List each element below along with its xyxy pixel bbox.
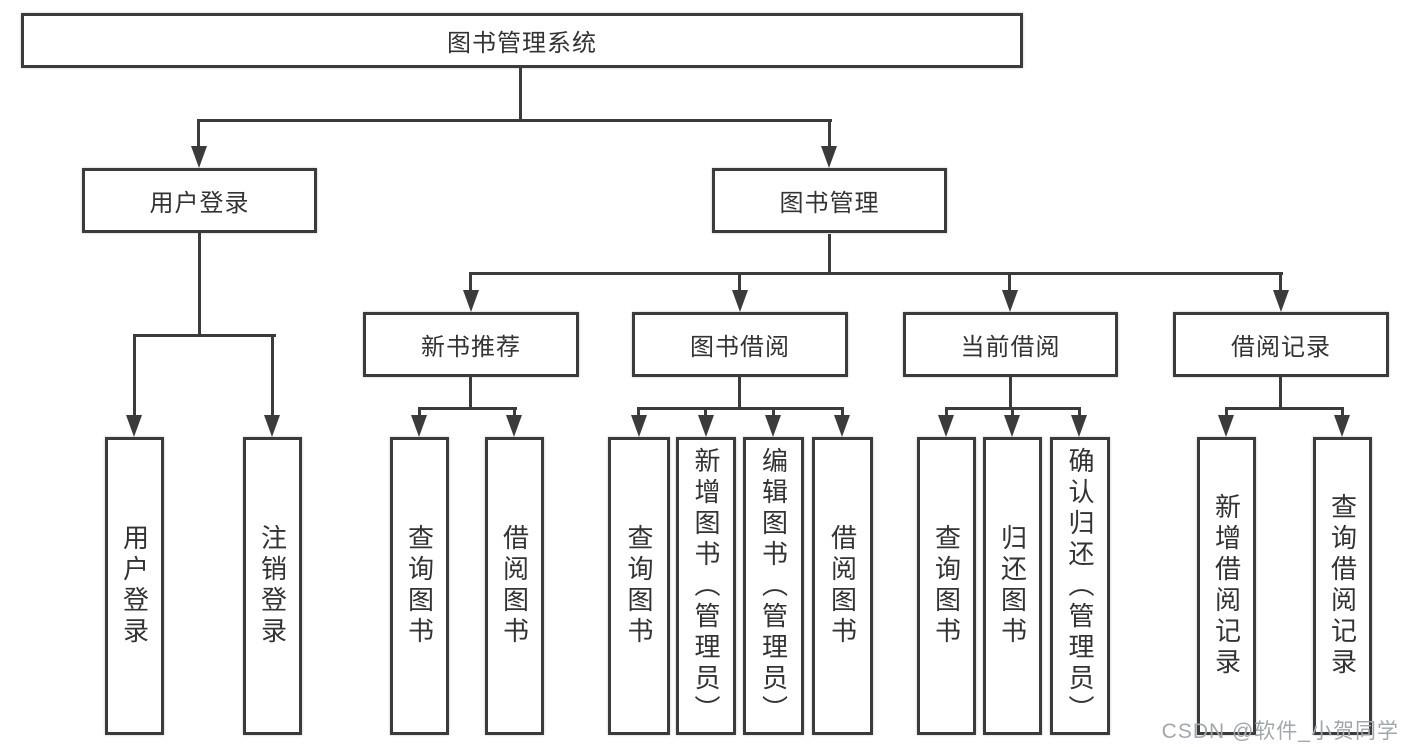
arrow-down: [1218, 415, 1234, 437]
node-user-login-label: 用户登录: [149, 190, 250, 217]
leaf-borrow-books-borrowing: 借阅图书: [812, 437, 873, 735]
connector-group-stem: [1008, 272, 1011, 292]
node-new-book-recommendation: 新书推荐: [363, 312, 579, 377]
connector-leaf-stem: [841, 407, 844, 417]
connector-leaf-stem: [513, 407, 516, 417]
node-book-management-label: 图书管理: [779, 190, 880, 217]
connector-leaf-stem: [418, 407, 421, 417]
arrow-down: [463, 290, 479, 312]
node-root-label: 图书管理系统: [447, 30, 597, 57]
arrow-down: [631, 415, 647, 437]
connector-group-stem: [469, 272, 472, 292]
leaf-add-book-admin: 新增图书（管理员）: [676, 437, 736, 735]
arrow-down: [126, 415, 142, 437]
connector-leaf-stem: [133, 334, 136, 417]
connector-leaf-stem: [772, 407, 775, 417]
leaf-logout-label: 注销登录: [257, 524, 288, 648]
arrow-down: [821, 146, 837, 168]
leaf-user-login: 用户登录: [105, 437, 164, 735]
connector-leaf-stem: [637, 407, 640, 417]
node-new-book-recommendation-label: 新书推荐: [421, 334, 521, 361]
leaf-query-borrow-record: 查询借阅记录: [1313, 437, 1372, 735]
arrow-down: [264, 415, 280, 437]
leaf-query-books-recommend: 查询图书: [390, 437, 449, 735]
node-book-management: 图书管理: [712, 168, 947, 233]
connector-level3-hline: [469, 272, 1283, 275]
leaf-add-book-admin-label: 新增图书（管理员）: [691, 446, 721, 726]
connector-leaf-stem: [704, 407, 707, 417]
connector-book-mgmt-stem: [828, 119, 831, 148]
arrow-down: [411, 415, 427, 437]
node-book-borrowing: 图书借阅: [632, 312, 848, 377]
node-user-login: 用户登录: [82, 168, 317, 233]
connector-group1-split: [637, 407, 843, 410]
connector-leaf-stem: [1011, 407, 1014, 417]
connector-user-login-stem: [197, 119, 200, 148]
connector-leaf-stem: [1078, 407, 1081, 417]
leaf-user-login-label: 用户登录: [119, 524, 150, 648]
node-current-borrowing-label: 当前借阅: [960, 334, 1061, 361]
connector-group2-down: [1009, 376, 1012, 410]
connector-user-login-down: [198, 233, 201, 337]
arrow-down: [191, 146, 207, 168]
arrow-down: [698, 415, 714, 437]
leaf-query-books-borrowing-label: 查询图书: [624, 524, 654, 648]
leaf-borrow-books-borrowing-label: 借阅图书: [827, 524, 858, 648]
connector-leaf-stem: [1341, 407, 1344, 417]
leaf-borrow-books-recommend: 借阅图书: [485, 437, 544, 735]
leaf-return-book: 归还图书: [983, 437, 1042, 735]
arrow-down: [1071, 415, 1087, 437]
connector-leaf-stem: [1225, 407, 1228, 417]
arrow-down: [938, 415, 954, 437]
watermark: CSDN @软件_小贺同学: [1161, 720, 1399, 743]
connector-leaf-stem: [271, 334, 274, 417]
node-borrowing-records-label: 借阅记录: [1231, 334, 1331, 361]
arrow-down: [1004, 415, 1020, 437]
connector-group0-split: [418, 407, 517, 410]
node-book-borrowing-label: 图书借阅: [690, 334, 790, 361]
leaf-query-books-borrowing: 查询图书: [608, 437, 670, 735]
connector-leaf-stem: [945, 407, 948, 417]
leaf-return-book-label: 归还图书: [997, 524, 1028, 648]
arrow-down: [765, 415, 781, 437]
connector-group-stem: [738, 272, 741, 292]
arrow-down: [1002, 290, 1018, 312]
arrow-down: [1334, 415, 1350, 437]
leaf-query-books-current: 查询图书: [917, 437, 976, 735]
leaf-query-books-recommend-label: 查询图书: [404, 524, 435, 648]
connector-level2-hline: [197, 119, 832, 122]
connector-group-stem: [1279, 272, 1282, 292]
leaf-borrow-books-recommend-label: 借阅图书: [499, 524, 530, 648]
connector-root-stem: [519, 66, 522, 122]
node-root: 图书管理系统: [21, 13, 1023, 68]
arrow-down: [506, 415, 522, 437]
node-borrowing-records: 借阅记录: [1173, 312, 1389, 377]
connector-group1-down: [738, 376, 741, 410]
arrow-down: [1273, 290, 1289, 312]
leaf-add-borrow-record-label: 新增借阅记录: [1211, 493, 1242, 679]
arrow-down: [834, 415, 850, 437]
connector-user-login-split: [133, 334, 276, 337]
connector-group3-down: [1279, 376, 1282, 410]
leaf-add-borrow-record: 新增借阅记录: [1197, 437, 1256, 735]
leaf-logout: 注销登录: [243, 437, 302, 735]
leaf-edit-book-admin-label: 编辑图书（管理员）: [758, 446, 789, 726]
leaf-confirm-return-admin: 确认归还（管理员）: [1050, 437, 1110, 735]
leaf-edit-book-admin: 编辑图书（管理员）: [743, 437, 804, 735]
leaf-query-books-current-label: 查询图书: [931, 524, 962, 648]
node-current-borrowing: 当前借阅: [903, 312, 1118, 377]
leaf-confirm-return-admin-label: 确认归还（管理员）: [1065, 446, 1095, 726]
connector-group0-down: [469, 376, 472, 410]
connector-group3-split: [1225, 407, 1344, 410]
connector-book-mgmt-down: [828, 234, 831, 275]
leaf-query-borrow-record-label: 查询借阅记录: [1327, 493, 1358, 679]
arrow-down: [732, 290, 748, 312]
